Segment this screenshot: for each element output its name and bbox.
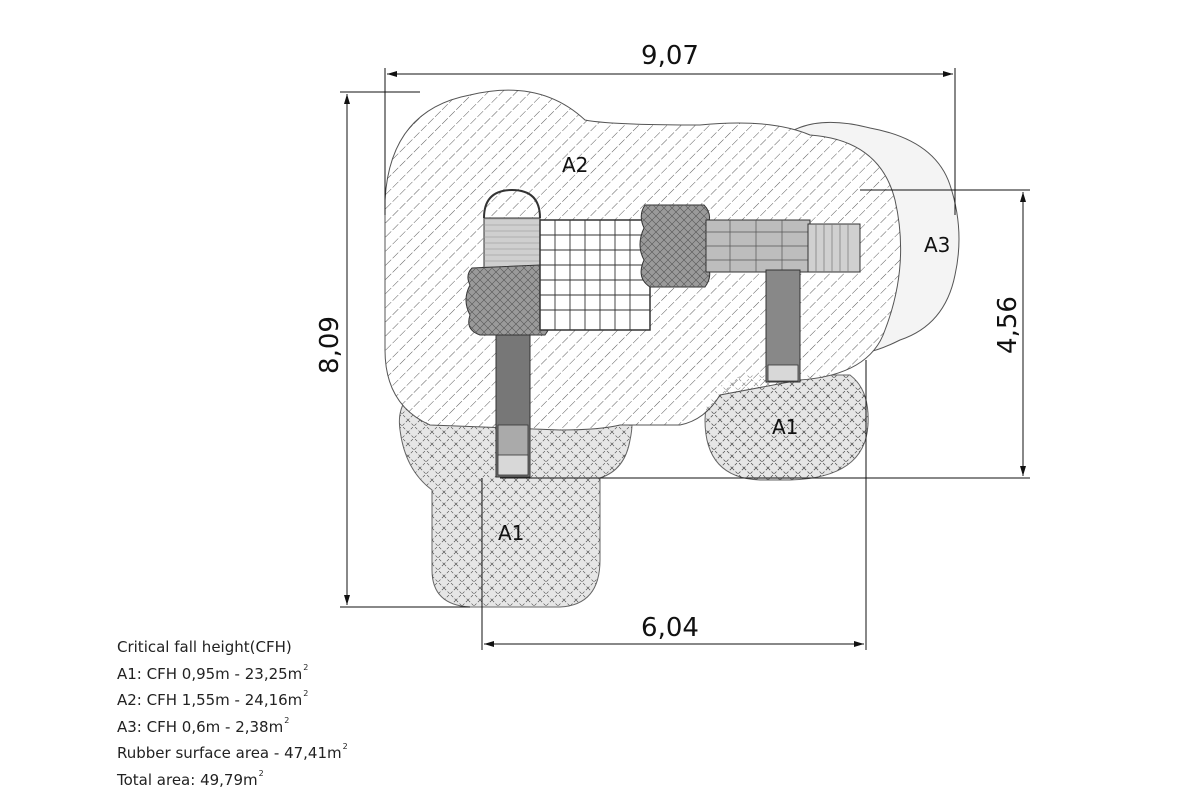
zone-a3-label: A3 [924, 233, 950, 257]
dimension-left-height: 8,09 [315, 316, 345, 374]
zone-a1-right-label: A1 [772, 415, 798, 439]
legend-line: A2: CFH 1,55m - 24,16m2 [117, 684, 348, 711]
legend-line: A1: CFH 0,95m - 23,25m2 [117, 658, 348, 685]
legend-title: Critical fall height(CFH) [117, 638, 348, 658]
zone-a2-label: A2 [562, 153, 588, 177]
fall-height-legend: Critical fall height(CFH) A1: CFH 0,95m … [117, 638, 348, 790]
dimension-top-width: 9,07 [641, 41, 699, 71]
dimension-bottom-width: 6,04 [641, 613, 699, 643]
legend-line: A3: CFH 0,6m - 2,38m2 [117, 711, 348, 738]
dimension-right-height: 4,56 [993, 296, 1023, 354]
legend-line: Total area: 49,79m2 [117, 764, 348, 790]
legend-line: Rubber surface area - 47,41m2 [117, 737, 348, 764]
zone-a1-left-label: A1 [498, 521, 524, 545]
climbing-net [540, 220, 650, 330]
